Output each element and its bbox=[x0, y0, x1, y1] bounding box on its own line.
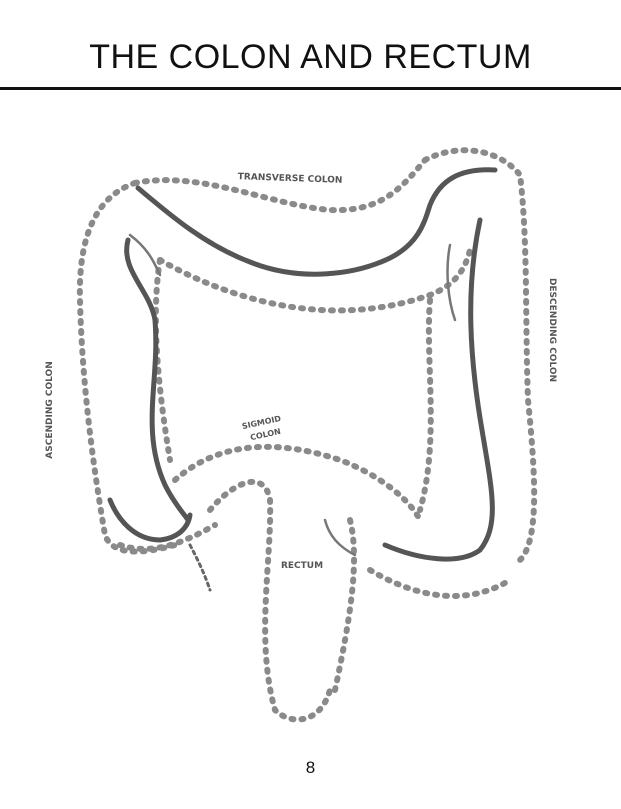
descending-thin-wall bbox=[446, 243, 457, 322]
label-sigmoid-line2: COLON bbox=[249, 427, 281, 442]
bottom-loop-dashes bbox=[367, 567, 513, 599]
page-title: THE COLON AND RECTUM bbox=[89, 38, 532, 76]
label-ascending-colon: ASCENDING COLON bbox=[45, 361, 55, 458]
cecum-thin-wall bbox=[128, 233, 162, 277]
label-descending-colon: DESCENDING COLON bbox=[547, 278, 557, 382]
label-rectum: RECTUM bbox=[281, 561, 323, 571]
inner-ascending-dashes bbox=[152, 257, 173, 463]
colon-illustration: TRANSVERSE COLON ASCENDING COLON DESCEND… bbox=[0, 100, 621, 740]
rectum-right-dashes bbox=[332, 517, 358, 693]
descending-wall bbox=[382, 217, 495, 562]
page-number: 8 bbox=[305, 758, 316, 777]
sigmoid-dashes bbox=[172, 443, 423, 523]
inner-descending-dashes bbox=[417, 297, 434, 513]
transverse-lower-dashes bbox=[157, 247, 473, 314]
transverse-wall bbox=[135, 167, 498, 277]
title-rule bbox=[0, 87, 621, 90]
rectum-left-dashes bbox=[207, 479, 333, 723]
bottom-sigmoid-dashes bbox=[117, 522, 218, 552]
outer-right-dashes bbox=[422, 147, 538, 563]
transverse-upper-dashes bbox=[132, 157, 428, 214]
cecum-wall bbox=[107, 497, 193, 543]
label-transverse-colon: TRANSVERSE COLON bbox=[238, 172, 343, 186]
appendix bbox=[188, 543, 212, 592]
colon-diagram: TRANSVERSE COLON ASCENDING COLON DESCEND… bbox=[45, 147, 557, 723]
sigmoid-thin-wall bbox=[323, 518, 357, 557]
ascending-wall bbox=[124, 237, 191, 523]
